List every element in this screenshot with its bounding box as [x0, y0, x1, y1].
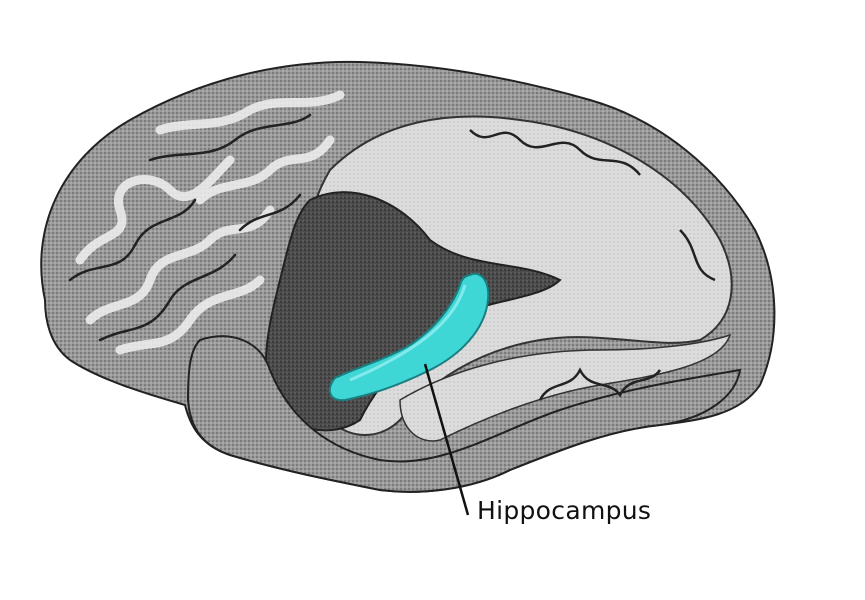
frontal-sulci — [68, 113, 312, 342]
temporal-lobe — [186, 335, 742, 493]
hippocampus-label: Hippocampus — [477, 496, 652, 525]
hippocampus-highlight — [349, 284, 467, 382]
cortical-folds — [469, 129, 716, 401]
label-leader-line — [423, 363, 470, 516]
temporal-white-band — [399, 333, 732, 442]
hippocampus-region — [328, 272, 490, 402]
